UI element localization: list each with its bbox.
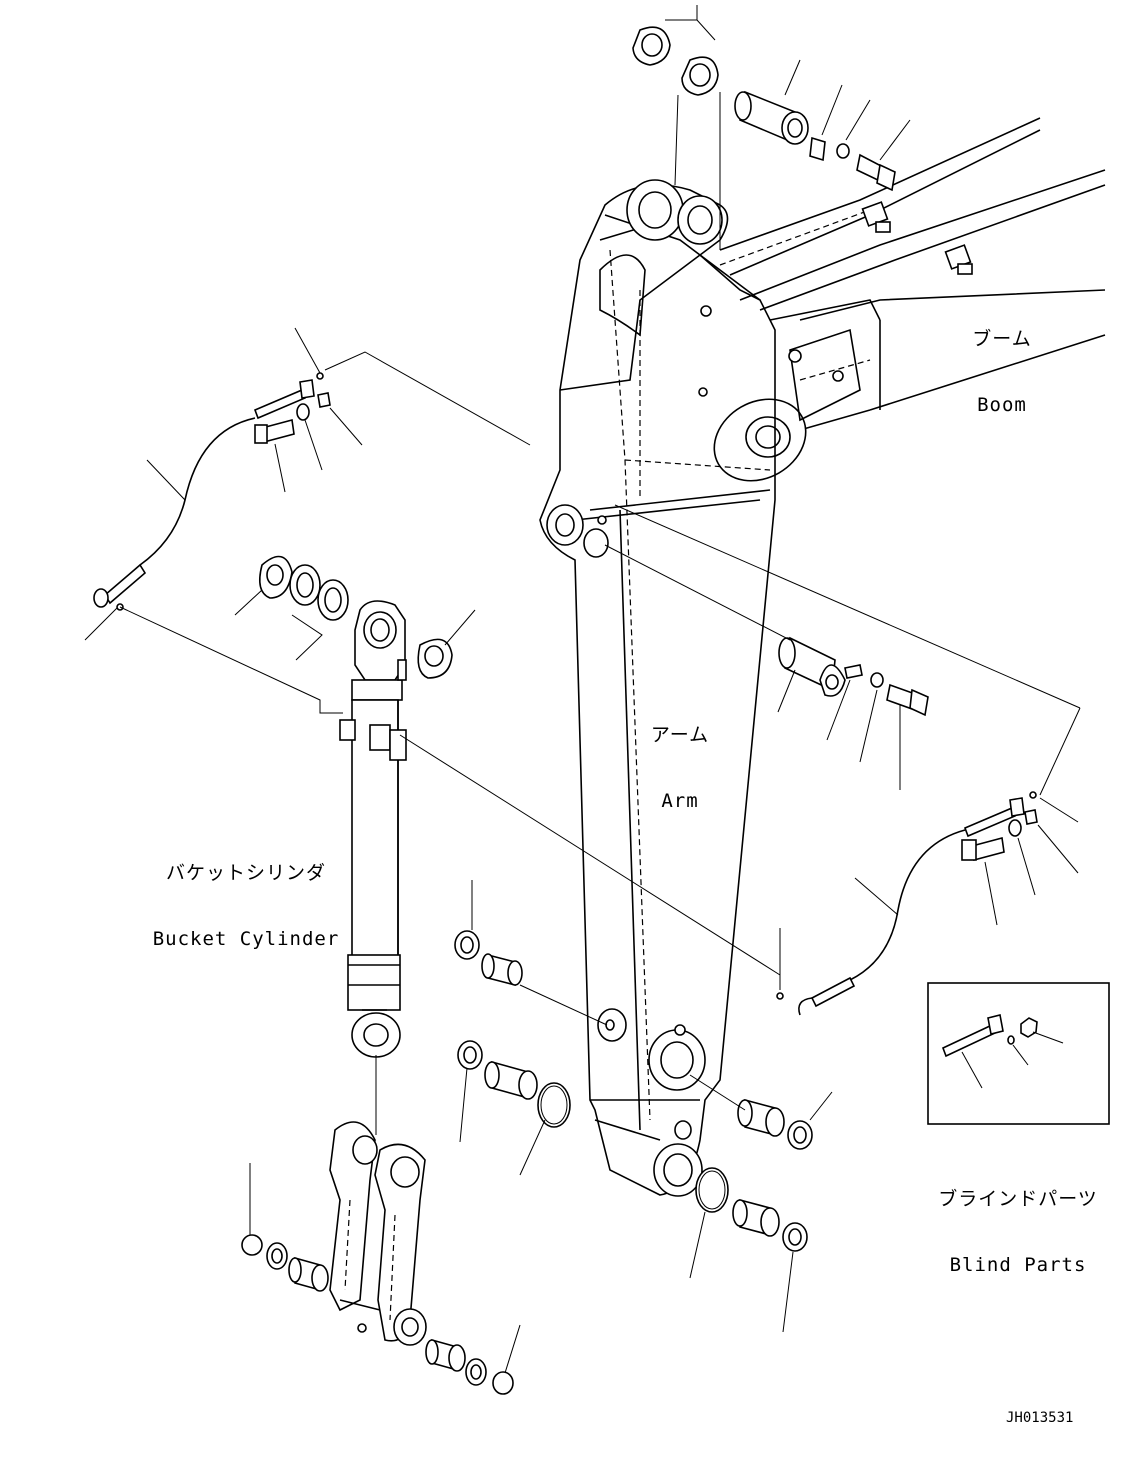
arm-label-ja: アーム [650, 724, 710, 746]
arm-body [539, 179, 776, 1197]
arm-tip-seals-left [454, 880, 615, 1176]
blind-parts-label-ja: ブラインドパーツ [938, 1188, 1098, 1210]
boom-label: ブーム Boom [964, 284, 1040, 438]
boom-nose-boss [713, 328, 861, 482]
blind-parts-box [927, 982, 1110, 1125]
top-shims [632, 5, 721, 250]
arm-label: アーム Arm [640, 680, 720, 834]
bucket-link [329, 1121, 427, 1346]
boom-label-en: Boom [977, 394, 1027, 416]
blind-parts-label-en: Blind Parts [949, 1254, 1087, 1276]
arm-tip-seals-right [689, 1074, 833, 1333]
bucket-link-bushings [241, 1163, 521, 1395]
boom-pipe-clamp-upper [861, 201, 891, 233]
right-grease-hose [776, 707, 1081, 1016]
boom-label-ja: ブーム [972, 328, 1032, 350]
blind-parts-label: ブラインドパーツ Blind Parts [930, 1144, 1106, 1298]
arm-label-en: Arm [661, 790, 699, 812]
left-grease-hose [84, 327, 531, 714]
boom-outline [719, 117, 1106, 431]
bucket-cylinder-shims [234, 555, 476, 679]
bucket-cylinder-label-en: Bucket Cylinder [152, 928, 340, 950]
boom-pipe-clamp-lower [944, 244, 973, 275]
bucket-cylinder-body [339, 600, 781, 1135]
bucket-cylinder-label: バケットシリンダ Bucket Cylinder [148, 818, 344, 972]
bucket-cylinder-label-ja: バケットシリンダ [165, 862, 326, 884]
top-pin [734, 59, 911, 192]
drawing-code: JH013531 [1006, 1410, 1074, 1426]
mid-arm-pin [604, 504, 1081, 790]
